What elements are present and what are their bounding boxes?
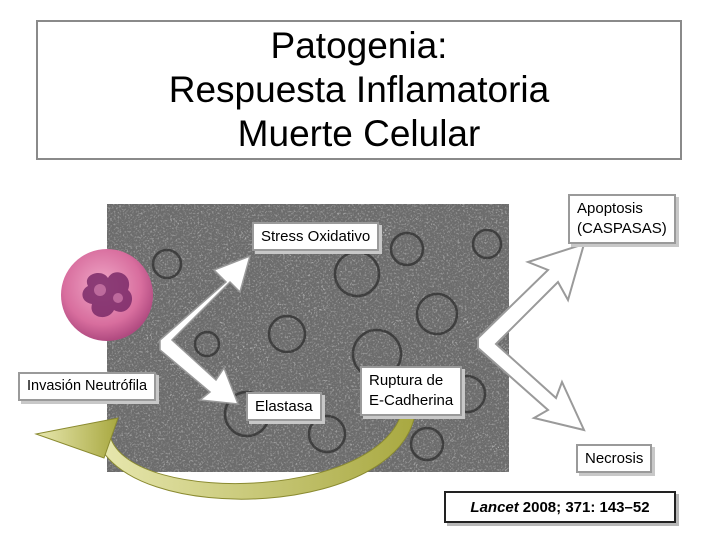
title-line-1: Patogenia: bbox=[270, 25, 448, 66]
label-apoptosis-line2: (CASPASAS) bbox=[577, 220, 667, 237]
label-apoptosis: Apoptosis (CASPASAS) bbox=[568, 194, 676, 244]
label-ruptura-e-cadherina: Ruptura de E-Cadherina bbox=[360, 366, 463, 416]
label-necrosis: Necrosis bbox=[576, 444, 653, 473]
label-stress-text: Stress Oxidativo bbox=[261, 228, 371, 245]
citation-box: Lancet 2008; 371: 143–52 bbox=[444, 491, 676, 523]
title-box: Patogenia: Respuesta Inflamatoria Muerte… bbox=[36, 20, 682, 160]
neutrophil-image bbox=[58, 246, 156, 344]
branch-arrow-left bbox=[159, 254, 252, 405]
citation-journal: Lancet bbox=[470, 498, 519, 516]
label-elastasa: Elastasa bbox=[246, 392, 322, 421]
label-ruptura-line2: E-Cadherina bbox=[369, 392, 454, 409]
label-invasion-neutrofila: Invasión Neutrófila bbox=[18, 372, 157, 401]
branch-arrow-right bbox=[477, 242, 586, 432]
label-stress-oxidativo: Stress Oxidativo bbox=[252, 222, 380, 251]
label-ruptura-line1: Ruptura de bbox=[369, 372, 444, 389]
title-line-2: Respuesta Inflamatoria bbox=[168, 69, 550, 110]
citation-details: 2008; 371: 143–52 bbox=[522, 498, 650, 516]
label-invasion-text: Invasión Neutrófila bbox=[27, 378, 148, 394]
curved-feedback-arrow bbox=[34, 399, 417, 500]
label-apoptosis-line1: Apoptosis bbox=[577, 200, 643, 217]
label-elastasa-text: Elastasa bbox=[255, 398, 313, 415]
label-necrosis-text: Necrosis bbox=[585, 450, 644, 467]
title-line-3: Muerte Celular bbox=[237, 113, 481, 154]
